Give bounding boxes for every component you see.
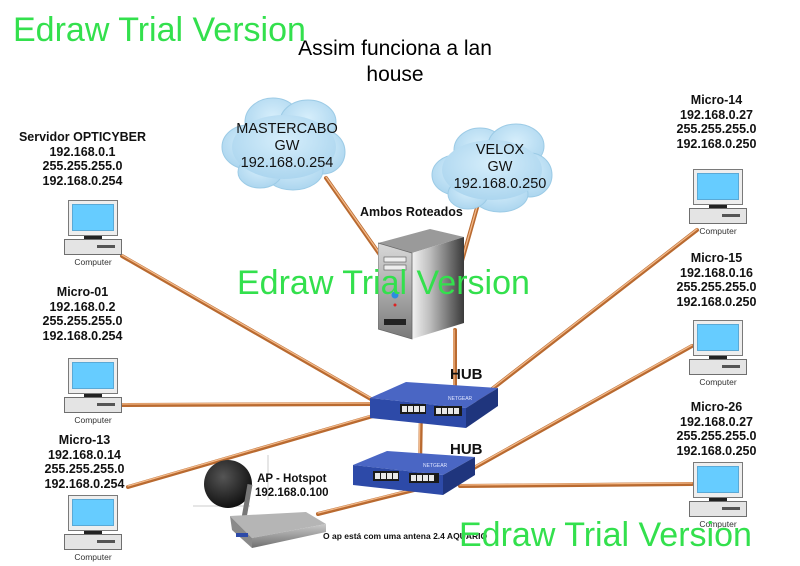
pc-base-icon xyxy=(64,239,122,255)
gateway-ip: 192.168.0.254 xyxy=(240,155,334,171)
cable-micro15-hub2 xyxy=(463,344,694,475)
hub-2-label: HUB xyxy=(450,441,483,458)
host-mask: 255.255.255.0 xyxy=(676,429,757,443)
host-name: Micro-15 xyxy=(690,251,743,265)
gateway-name: VELOX xyxy=(475,142,525,158)
svg-text:NETGEAR: NETGEAR xyxy=(448,396,473,402)
host-label-servidor: Servidor OPTICYBER 192.168.0.1 255.255.2… xyxy=(10,130,155,188)
host-name: Micro-26 xyxy=(690,400,743,414)
computer-caption: Computer xyxy=(74,552,112,562)
cloud-velox-icon xyxy=(431,123,553,213)
computer-caption: Computer xyxy=(74,257,112,267)
host-ip: 192.168.0.27 xyxy=(680,414,753,429)
monitor-icon xyxy=(693,169,743,205)
diagram-title: Assim funciona a lan house xyxy=(250,36,540,88)
host-ip: 192.168.0.2 xyxy=(49,299,116,314)
ap-note: O ap está com uma antena 2.4 AQUARIO xyxy=(323,531,488,541)
cable-micro01-hub1 xyxy=(116,402,378,407)
pc-base-icon xyxy=(64,397,122,413)
host-mask: 255.255.255.0 xyxy=(42,159,123,173)
watermark-bottom: Edraw Trial Version xyxy=(459,516,752,554)
monitor-icon xyxy=(68,200,118,236)
computer-micro-13[interactable]: Computer xyxy=(64,495,122,562)
pc-base-icon xyxy=(64,534,122,550)
gateway-role: GW xyxy=(274,138,300,154)
host-label-micro-15: Micro-15 192.168.0.16 255.255.255.0 192.… xyxy=(654,251,779,309)
host-gateway: 192.168.0.254 xyxy=(42,173,123,188)
title-line-1: Assim funciona a lan xyxy=(298,37,492,60)
gateway-ip: 192.168.0.250 xyxy=(453,176,547,192)
computer-micro-14[interactable]: Computer xyxy=(689,169,747,236)
ap-name: AP - Hotspot xyxy=(257,473,327,485)
host-label-micro-26: Micro-26 192.168.0.27 255.255.255.0 192.… xyxy=(654,400,779,458)
hub-1-icon: NETGEAR xyxy=(370,382,498,428)
computer-micro-26[interactable]: Computer xyxy=(689,462,747,529)
host-name: Micro-01 xyxy=(56,285,109,299)
host-label-micro-13: Micro-13 192.168.0.14 255.255.255.0 192.… xyxy=(22,433,147,491)
watermark-center: Edraw Trial Version xyxy=(237,264,530,302)
host-ip: 192.168.0.27 xyxy=(680,107,753,122)
monitor-icon xyxy=(68,358,118,394)
gateway-name: MASTERCABO xyxy=(236,121,338,137)
host-name: Servidor OPTICYBER xyxy=(18,130,147,144)
pc-base-icon xyxy=(689,501,747,517)
cable-micro13-hub1 xyxy=(126,412,382,489)
host-ip: 192.168.0.16 xyxy=(680,265,753,280)
host-gateway: 192.168.0.254 xyxy=(42,328,123,343)
pc-base-icon xyxy=(689,208,747,224)
computer-caption: Computer xyxy=(699,377,737,387)
monitor-icon xyxy=(693,462,743,498)
host-gateway: 192.168.0.254 xyxy=(44,476,125,491)
computer-micro-15[interactable]: Computer xyxy=(689,320,747,387)
computer-caption: Computer xyxy=(699,226,737,236)
host-name: Micro-13 xyxy=(58,433,111,447)
cable-micro14-hub1 xyxy=(476,228,699,402)
host-name: Micro-14 xyxy=(690,93,743,107)
computer-caption: Computer xyxy=(74,415,112,425)
ap-ip: 192.168.0.100 xyxy=(255,487,329,499)
host-mask: 255.255.255.0 xyxy=(676,122,757,136)
access-point-icon xyxy=(204,460,326,548)
cable-micro26-hub2 xyxy=(458,482,694,488)
cable-servidor-hub1 xyxy=(120,254,378,404)
ap-label: AP - Hotspot 192.168.0.100 xyxy=(255,472,329,500)
gateway-role: GW xyxy=(487,159,513,175)
velox-label: VELOX GW 192.168.0.250 xyxy=(450,142,550,193)
computer-servidor[interactable]: Computer xyxy=(64,200,122,267)
server-tower-icon xyxy=(378,229,464,340)
hub-2-icon: NETGEAR xyxy=(353,451,475,495)
host-gateway: 192.168.0.250 xyxy=(676,136,757,151)
svg-text:NETGEAR: NETGEAR xyxy=(423,463,448,469)
cable-ap-hub2 xyxy=(316,488,416,516)
host-ip: 192.168.0.1 xyxy=(49,144,116,159)
monitor-icon xyxy=(68,495,118,531)
watermark-top: Edraw Trial Version xyxy=(13,11,306,49)
cloud-mastercabo-icon xyxy=(221,97,346,191)
host-gateway: 192.168.0.250 xyxy=(676,443,757,458)
pc-base-icon xyxy=(689,359,747,375)
monitor-icon xyxy=(693,320,743,356)
computer-caption: Computer xyxy=(699,519,737,529)
host-mask: 255.255.255.0 xyxy=(676,280,757,294)
host-label-micro-01: Micro-01 192.168.0.2 255.255.255.0 192.1… xyxy=(20,285,145,343)
hub-1-label: HUB xyxy=(450,366,483,383)
host-mask: 255.255.255.0 xyxy=(42,314,123,328)
mastercabo-label: MASTERCABO GW 192.168.0.254 xyxy=(232,121,342,172)
host-gateway: 192.168.0.250 xyxy=(676,294,757,309)
host-label-micro-14: Micro-14 192.168.0.27 255.255.255.0 192.… xyxy=(654,93,779,151)
computer-micro-01[interactable]: Computer xyxy=(64,358,122,425)
host-mask: 255.255.255.0 xyxy=(44,462,125,476)
host-ip: 192.168.0.14 xyxy=(48,447,121,462)
title-line-2: house xyxy=(366,63,424,86)
router-label: Ambos Roteados xyxy=(360,205,463,219)
